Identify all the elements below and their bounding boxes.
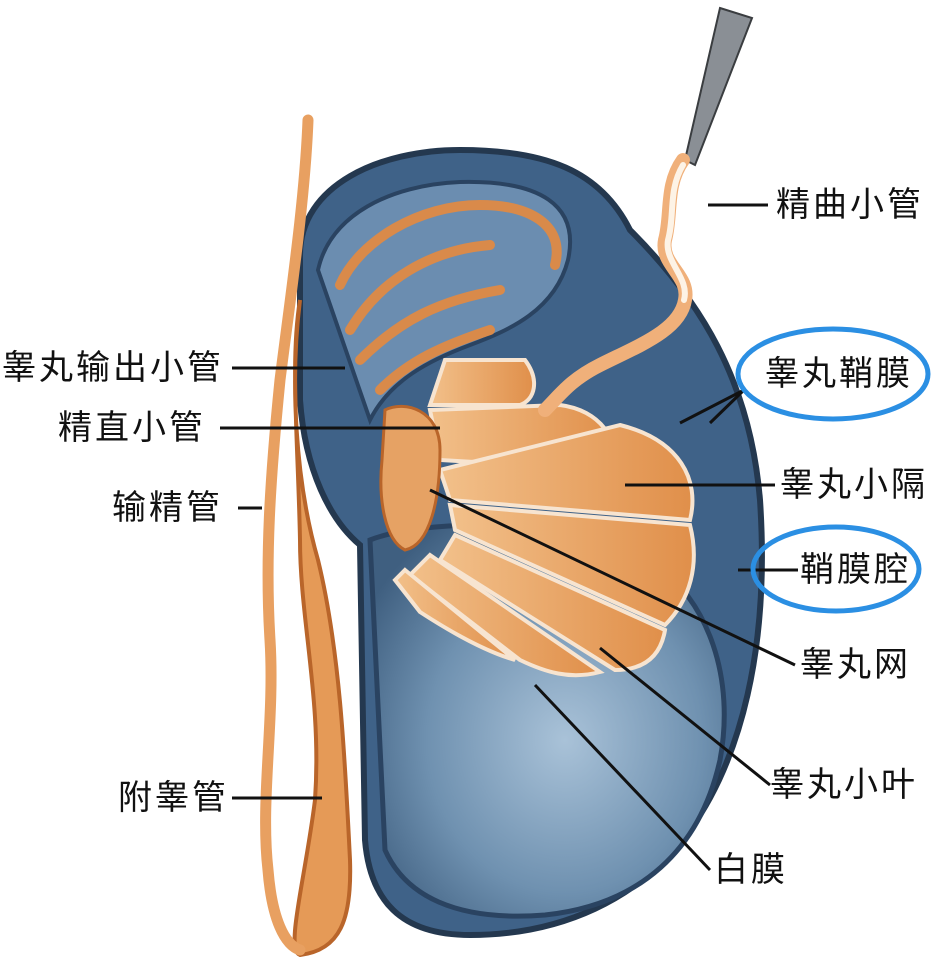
lobules-group bbox=[392, 358, 696, 678]
label-vas-deferens: 输精管 bbox=[112, 488, 223, 528]
label-epididymal-duct: 附睾管 bbox=[118, 778, 229, 818]
ductule bbox=[375, 325, 495, 395]
label-septa: 睾丸小隔 bbox=[780, 465, 928, 505]
label-tunica-albuginea: 白膜 bbox=[714, 850, 788, 890]
leader-lines bbox=[220, 203, 798, 872]
lobule-wedge bbox=[437, 422, 695, 523]
lobule-wedge bbox=[427, 358, 536, 407]
lobule-wedge bbox=[392, 567, 517, 662]
label-seminiferous-tubule: 精曲小管 bbox=[776, 185, 924, 225]
seminiferous-tubule-core bbox=[664, 162, 688, 303]
lobule-wedge bbox=[437, 532, 668, 673]
lobule-wedge bbox=[447, 502, 696, 628]
efferent-ductules-group bbox=[335, 199, 562, 395]
lobule-wedge bbox=[406, 552, 605, 678]
ductule bbox=[345, 240, 495, 335]
label-efferent-ductules: 睾丸输出小管 bbox=[2, 348, 224, 388]
label-straight-tubules: 精直小管 bbox=[58, 408, 206, 448]
label-rete-testis: 睾丸网 bbox=[800, 645, 911, 685]
leader-lobules bbox=[599, 646, 771, 787]
ductule bbox=[355, 285, 505, 365]
needle bbox=[683, 6, 754, 167]
leader-tunica-vaginalis-a bbox=[679, 388, 745, 425]
ductule bbox=[335, 199, 562, 290]
leader-rete-testis bbox=[429, 488, 796, 667]
rete-testis bbox=[379, 404, 442, 552]
label-vaginal-cavity: 鞘膜腔 bbox=[800, 550, 911, 590]
vas-deferens bbox=[260, 114, 314, 956]
label-tunica-vaginalis: 睾丸鞘膜 bbox=[765, 354, 913, 394]
highlight-circle-vaginal-cavity bbox=[750, 524, 922, 614]
leader-tunica-albuginea bbox=[533, 683, 712, 872]
highlight-circle-tunica-vaginalis bbox=[735, 326, 931, 422]
leader-tunica-vaginalis-b bbox=[708, 388, 746, 425]
label-lobules: 睾丸小叶 bbox=[770, 765, 918, 805]
